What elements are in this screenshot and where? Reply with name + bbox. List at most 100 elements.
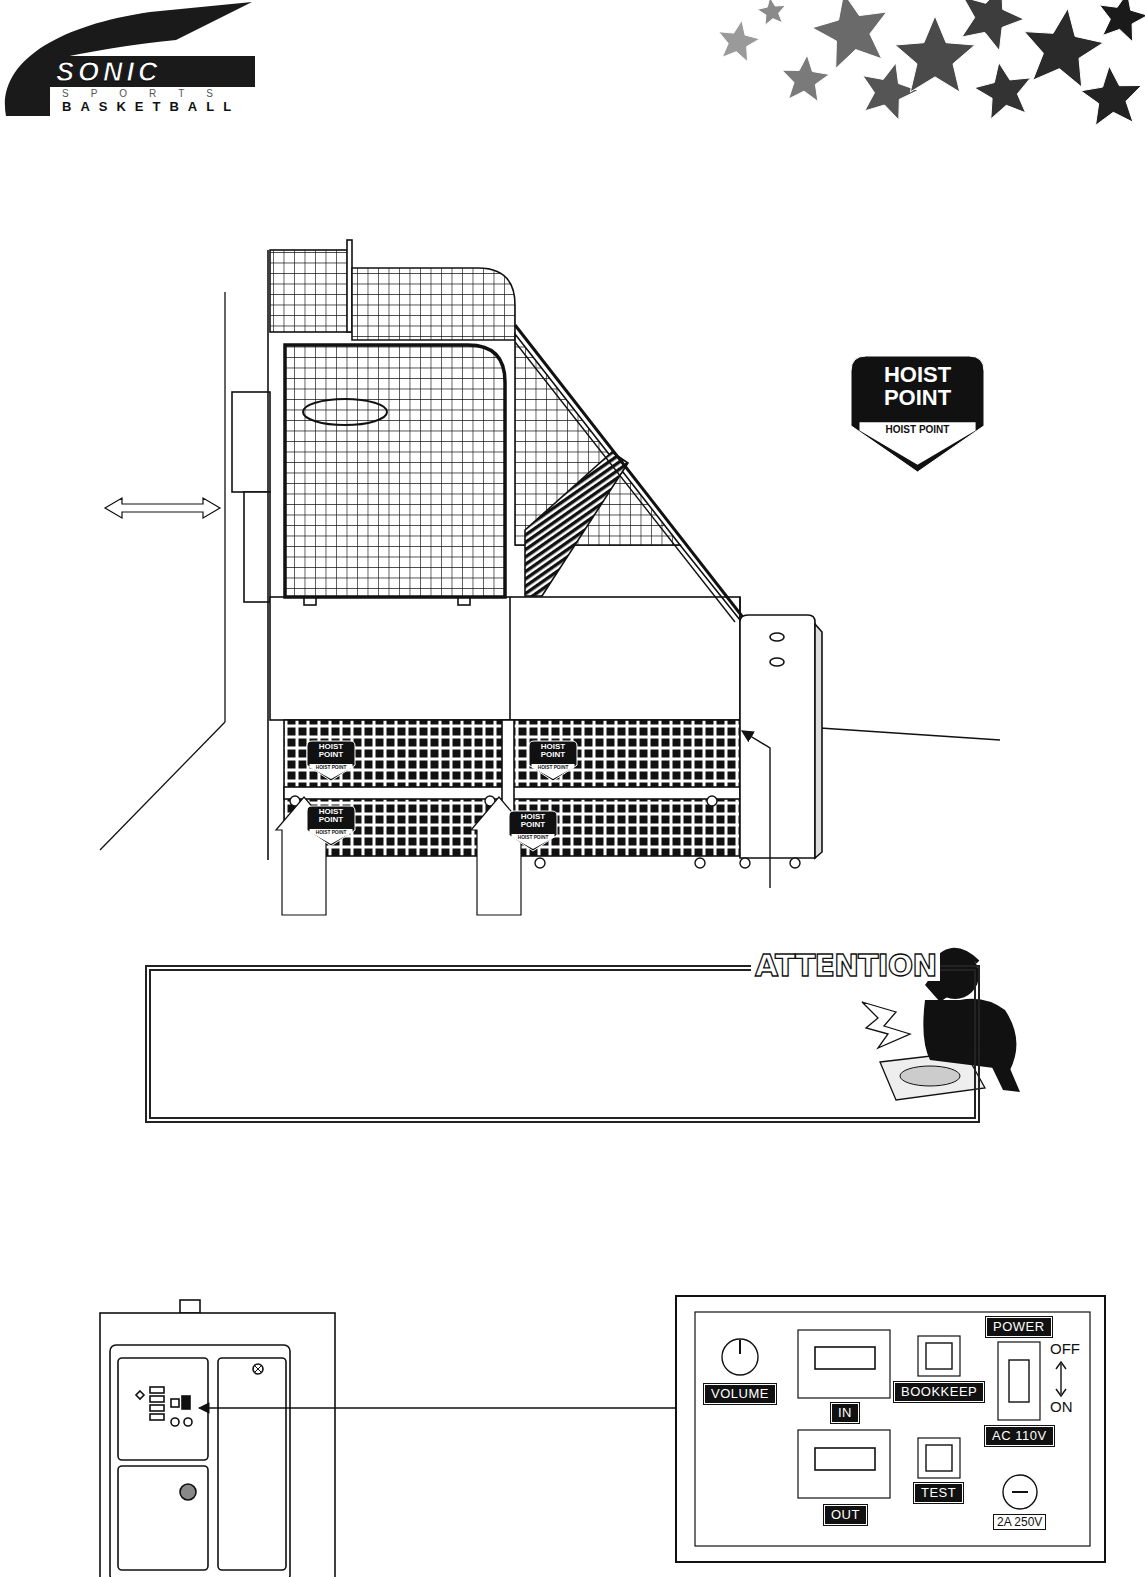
- badge-band-text: HOIST POINT: [306, 830, 356, 835]
- control-panel-part: [998, 1342, 1040, 1420]
- cabinet-rear-view-part: [136, 1391, 144, 1399]
- star-decoration: [719, 0, 1145, 125]
- control-panel-part: [926, 1445, 952, 1471]
- dj-figure-part: [862, 1002, 910, 1048]
- badge-outline: [307, 741, 355, 781]
- control-label: VOLUME: [704, 1384, 776, 1404]
- attention-box: ATTENTION: [145, 965, 980, 1123]
- cabinet-rear-view-part: [255, 1366, 261, 1372]
- control-panel-part: [1009, 1360, 1029, 1402]
- cabinet-rear-view-part: [171, 1418, 179, 1426]
- logo-subtitle: BASKETBALL: [62, 100, 240, 113]
- switch-state: OFF: [1050, 1340, 1080, 1358]
- arcade-machine: [232, 240, 822, 915]
- logo-swoosh-part: [50, 56, 255, 87]
- badge-outline: [529, 741, 577, 781]
- arcade-machine-part-part: [695, 858, 705, 868]
- cabinet-rear-view-part: [150, 1414, 164, 1420]
- arcade-machine-part: [244, 492, 270, 602]
- badge-band-text: HOIST POINT: [306, 765, 356, 770]
- arcade-machine-part: [232, 392, 270, 492]
- cabinet-rear-view-part: [184, 1418, 192, 1426]
- clearance-arrow: [105, 498, 220, 518]
- star: [1100, 0, 1145, 42]
- hoist-point-badge: HOIST POINT HOIST POINT: [306, 740, 356, 782]
- dj-figure-part: [960, 1040, 1020, 1092]
- button-label: BOOKKEEP: [894, 1382, 984, 1402]
- arcade-machine-part-part: [707, 796, 717, 806]
- control-panel-part: [1012, 1491, 1028, 1493]
- badge-title: HOIST POINT: [864, 363, 972, 409]
- cabinet-rear-view-part: [218, 1358, 286, 1570]
- control-panel-part: [739, 1340, 741, 1354]
- star: [782, 55, 829, 101]
- control-panel-part: [695, 1312, 1090, 1546]
- arcade-machine-part: [270, 250, 350, 332]
- arcade-machine-part: [770, 658, 784, 666]
- arcade-machine-part: [515, 342, 735, 622]
- room-lines: [100, 292, 1000, 850]
- cabinet-rear-view-part: [118, 1466, 208, 1570]
- cabinet-rear-view-part: [118, 1358, 208, 1460]
- hoist-point-badge: HOIST POINT HOIST POINT: [508, 810, 558, 852]
- control-panel-part: [1060, 1364, 1061, 1394]
- room-lines-part: [100, 722, 225, 850]
- cabinet-rear-view-part: [150, 1405, 164, 1411]
- star: [863, 63, 918, 120]
- badge-band-text: HOIST POINT: [508, 835, 558, 840]
- fuse-rating: 2A 250V: [993, 1514, 1046, 1530]
- star: [1081, 66, 1142, 125]
- star: [719, 20, 760, 62]
- arcade-machine-part: [290, 796, 800, 868]
- cabinet-rear-view-part: [150, 1387, 164, 1393]
- control-panel-part: [1003, 1475, 1037, 1509]
- logo-subtitle: SPORTS: [62, 89, 235, 99]
- arcade-machine-part-part: [740, 858, 750, 868]
- meter-label: IN: [831, 1403, 859, 1423]
- arcade-machine-part: [515, 334, 680, 545]
- cabinet-rear-view-part: [150, 1396, 164, 1402]
- control-panel-part: [815, 1347, 875, 1369]
- hoist-point-badge: HOIST POINT HOIST POINT: [528, 740, 578, 782]
- cabinet-rear-view-part: [171, 1399, 179, 1407]
- leader-line: [199, 1407, 676, 1408]
- leader-line: [742, 731, 770, 888]
- badge-title: HOIST POINT: [513, 813, 553, 830]
- cabinet-rear-view: [100, 1300, 335, 1577]
- meter-label: OUT: [824, 1505, 867, 1525]
- cabinet-rear-view-part: [180, 1300, 200, 1313]
- button-label: TEST: [914, 1483, 963, 1503]
- cabinet-rear-view-part: [253, 1364, 263, 1374]
- control-panel: [676, 1296, 1105, 1562]
- room-lines-part: [820, 728, 1000, 740]
- arcade-machine-part: [815, 624, 822, 858]
- badge-band-text: HOIST POINT: [850, 424, 985, 435]
- cabinet-rear-view-part: [182, 1396, 190, 1409]
- attention-heading: ATTENTION: [751, 951, 940, 981]
- badge-title: HOIST POINT: [533, 743, 573, 760]
- control-panel-part: [798, 1330, 890, 1398]
- badge-band-text: HOIST POINT: [528, 765, 578, 770]
- control-panel-part: [918, 1336, 960, 1376]
- control-panel-part: [722, 1339, 758, 1375]
- star: [757, 0, 785, 25]
- control-panel-part: [676, 1296, 1105, 1562]
- arcade-machine-part: [525, 452, 628, 596]
- logo-swoosh: [5, 2, 255, 116]
- control-panel-part: [926, 1343, 952, 1369]
- cabinet-rear-view-part: [100, 1313, 335, 1577]
- arcade-machine-part: [509, 597, 511, 720]
- star: [812, 0, 886, 68]
- switch-state: ON: [1050, 1398, 1073, 1416]
- arcade-machine-part-part: [535, 858, 545, 868]
- badge-title: HOIST POINT: [311, 808, 351, 825]
- arcade-machine-part: [515, 325, 745, 620]
- arcade-machine-part: [270, 597, 740, 720]
- star: [962, 0, 1024, 51]
- hoist-point-badge: HOIST POINT HOIST POINT: [306, 805, 356, 847]
- badge-outline: [307, 806, 355, 846]
- badge-title: HOIST POINT: [311, 743, 351, 760]
- dj-figure-part: [900, 1066, 960, 1086]
